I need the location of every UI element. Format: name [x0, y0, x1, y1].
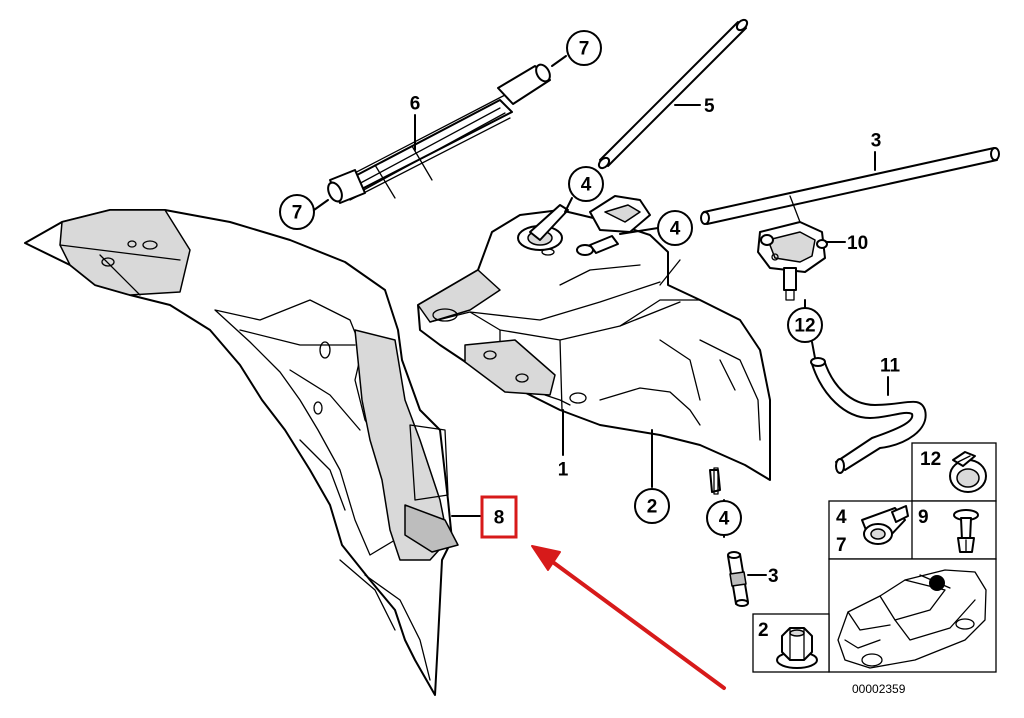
- leader-7b: [313, 199, 329, 211]
- car-location-icon: [837, 569, 987, 669]
- callout-label-10: 10: [847, 233, 868, 254]
- callout-2: 2: [634, 488, 670, 524]
- callout-8: 8: [480, 495, 518, 539]
- diagram-code: 00002359: [852, 682, 906, 696]
- legend-label-2: 2: [758, 620, 769, 641]
- callout-label-3b: 3: [768, 566, 779, 587]
- leader-4b: [619, 227, 659, 235]
- callout-label-4a: 4: [581, 175, 592, 196]
- leader-4a: [564, 197, 573, 213]
- callout-label-11: 11: [880, 356, 901, 377]
- spring-clamp-icon: [861, 505, 909, 545]
- callout-7a: 7: [566, 30, 602, 66]
- callout-7b: 7: [279, 194, 315, 230]
- callout-12: 12: [787, 307, 823, 343]
- callout-label-5: 5: [704, 96, 715, 117]
- hose-6: [327, 63, 551, 204]
- callout-label-12: 12: [794, 316, 815, 337]
- callout-label-2: 2: [647, 497, 658, 518]
- legend-label-9: 9: [918, 507, 929, 528]
- flange-nut-icon: [776, 627, 818, 669]
- callout-4c: [706, 500, 742, 536]
- callout-label-7b: 7: [292, 203, 303, 224]
- washer-fluid-reservoir: [417, 195, 771, 493]
- wheel-arch-liner: [24, 209, 459, 696]
- leader-7a: [551, 55, 567, 67]
- leader-12-down: [811, 341, 816, 359]
- parts-legend: 12 4 7 9: [752, 442, 997, 673]
- hose-5: [597, 18, 749, 170]
- hose-3-bottom: 4: [706, 467, 749, 607]
- red-arrow-icon: [531, 545, 726, 690]
- legend-label-7: 7: [836, 535, 847, 556]
- callout-label-4b: 4: [670, 219, 681, 240]
- callout-4a: 4: [568, 166, 604, 202]
- highlight-box: [480, 495, 518, 539]
- expanding-rivet-icon: [953, 509, 979, 553]
- location-marker-icon: [929, 575, 945, 591]
- callout-label-3a: 3: [871, 131, 882, 152]
- hose-3-top: [700, 147, 1000, 225]
- legend-label-4: 4: [836, 507, 847, 528]
- check-valve-10: [757, 195, 828, 301]
- hose-11: [810, 357, 927, 474]
- legend-label-12: 12: [920, 449, 941, 470]
- callout-4b: 4: [657, 210, 693, 246]
- hose-clamp-icon: [949, 451, 987, 493]
- callout-label-7a: 7: [579, 39, 590, 60]
- callout-label-6: 6: [410, 94, 421, 115]
- callout-label-1: 1: [558, 460, 569, 481]
- callout-label-4c: 4: [719, 509, 730, 530]
- callout-label-8: 8: [494, 508, 505, 529]
